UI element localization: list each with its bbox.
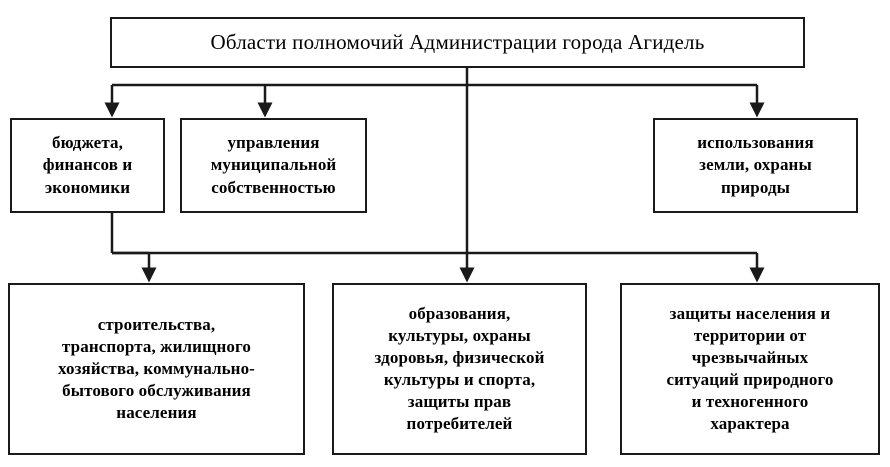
edge-root-bus-level2 <box>104 83 765 118</box>
node-municipal-property-management[interactable]: управления муниципальной собственностью <box>180 118 367 213</box>
node-emergency-protection[interactable]: защиты населения и территории от чрезвыч… <box>620 283 880 455</box>
node-education-culture-health-sport[interactable]: образования, культуры, охраны здоровья, … <box>332 283 587 455</box>
node-budget-finance-economy[interactable]: бюджета, финансов и экономики <box>10 118 165 213</box>
node-root-areas-of-authority[interactable]: Области полномочий Администрации города … <box>110 17 805 68</box>
edge-bus-level3 <box>110 213 765 283</box>
node-land-use-nature-protection[interactable]: использования земли, охраны природы <box>653 118 858 213</box>
node-construction-transport-housing[interactable]: строительства, транспорта, жилищного хоз… <box>8 283 305 455</box>
